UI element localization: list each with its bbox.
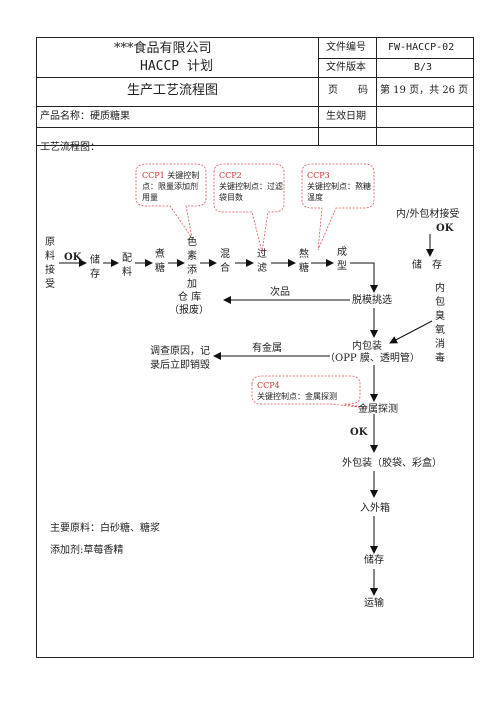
body-frame (36, 127, 474, 658)
step-boil: 熬糖 (299, 249, 309, 274)
doc-no-value: FW-HACCP-02 (388, 42, 455, 53)
raw-materials-note: 主要原料：白砂糖、糖浆 (50, 523, 160, 534)
version-value: B/3 (414, 62, 433, 73)
additives-note: 添加剂:草莓香精 (50, 545, 124, 556)
defect-label: 次品 (270, 287, 290, 298)
step-cook: 煮糖 (155, 249, 165, 274)
step-inner-material-accept: 内/外包材接受 (396, 209, 460, 220)
header-divider-v2 (376, 37, 377, 146)
ccp3-text: 关键控制点：熬糖温度 (307, 182, 371, 202)
ccp2-tag: CCP2 (219, 171, 242, 180)
header-divider-v1 (318, 37, 319, 146)
investigate-label: 调查原因，记 (150, 346, 210, 357)
product-label: 产品名称：硬质糖果 (40, 111, 130, 122)
page-value: 第 19 页，共 26 页 (380, 85, 469, 96)
ccp2-callout: CCP2 关键控制点：过滤袋目数 (219, 170, 283, 203)
ccp4-text: 关键控制点：金属探测 (257, 392, 337, 401)
step-metal-detect: 金属探测 (358, 404, 398, 415)
warehouse-label: 仓 库 (178, 292, 202, 303)
step-color: 色素添加 (187, 237, 197, 290)
ok-label-3: OK (350, 427, 368, 438)
step-form: 成型 (337, 247, 347, 272)
ok-label-2: OK (436, 223, 454, 234)
step-boxing: 入外箱 (360, 503, 390, 514)
page-label: 页 码 (328, 85, 368, 96)
inner-pack-material: （OPP 膜、透明管） (325, 353, 420, 364)
arrow-form-to-demold (350, 262, 378, 293)
ccp1-text: 关键控制点：限量添加剂用量 (142, 171, 200, 202)
step-store: 储存 (90, 255, 100, 280)
ccp4-tag: CCP4 (257, 381, 280, 390)
ccp3-bubble (301, 163, 375, 251)
step-ozone: 内包臭氧消毒 (435, 283, 445, 364)
step-outer-pack: 外包装（胶袋、彩盒） (342, 458, 442, 469)
header-divider-h1 (318, 58, 474, 59)
effective-label: 生效日期 (326, 111, 366, 122)
version-label: 文件版本 (326, 62, 366, 73)
doc-title: 生产工艺流程图 (127, 83, 219, 98)
ccp2-text: 关键控制点：过滤袋目数 (219, 182, 283, 202)
ccp1-bubble (135, 163, 207, 239)
step-demold: 脱模挑选 (352, 295, 392, 306)
ccp2-bubble (213, 163, 285, 253)
section-title: 工艺流程图： (40, 142, 100, 153)
ok-label-1: OK (64, 252, 82, 263)
step-mix: 配料 (122, 253, 132, 278)
ccp4-callout: CCP4 关键控制点：金属探测 (257, 380, 359, 402)
destroy-label: 录后立即销毁 (150, 360, 210, 371)
step-filter: 过滤 (257, 249, 267, 274)
header-divider-h2 (36, 77, 474, 78)
step-blend: 混合 (220, 249, 230, 274)
scrap-label: （报废） (169, 305, 209, 316)
step-raw-accept: 原料接受 (45, 237, 55, 290)
doc-no-label: 文件编号 (326, 42, 366, 53)
header-divider-h3 (36, 106, 474, 107)
ccp4-bubble (251, 375, 369, 409)
step-transport: 运输 (364, 598, 384, 609)
ccp1-callout: CCP1 关键控制点：限量添加剂用量 (142, 170, 204, 203)
plan-title: HACCP 计划 (140, 59, 213, 74)
metal-found-label: 有金属 (252, 343, 282, 354)
step-inner-pack: 内包装 (352, 341, 382, 352)
ccp1-tag: CCP1 (142, 171, 165, 180)
header-table (36, 37, 474, 146)
step-store-2: 储 存 (412, 260, 442, 271)
ccp3-tag: CCP3 (307, 171, 330, 180)
ccp3-callout: CCP3 关键控制点：熬糖温度 (307, 170, 373, 203)
arrow-ozone-to-innerpack (389, 320, 433, 344)
step-storage: 储存 (364, 555, 384, 566)
company-name: ***食品有限公司 (114, 41, 212, 56)
